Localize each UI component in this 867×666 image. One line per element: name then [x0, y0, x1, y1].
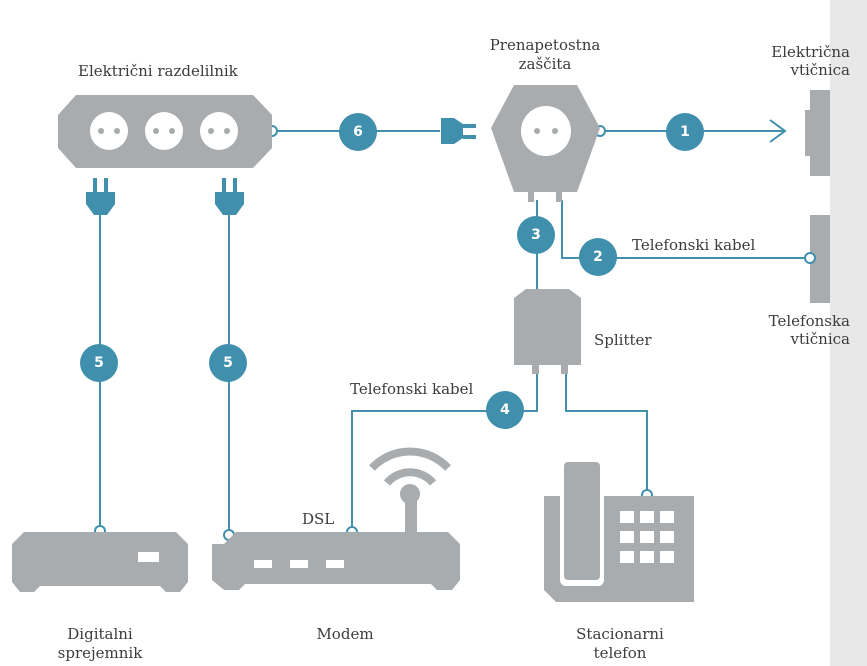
wall-outlet-icon — [805, 90, 830, 176]
step-badge: 6 — [339, 113, 377, 151]
step-badge: 1 — [666, 113, 704, 151]
step-badge-3-label: 3 — [531, 227, 541, 243]
wall-panel — [830, 0, 867, 666]
phone-outlet-label-line1: Telefonska — [768, 312, 850, 330]
cable-phone-wall-to-surge — [561, 200, 810, 259]
step-badge-1-label: 1 — [680, 124, 690, 140]
cable-splitter-to-phone — [565, 372, 648, 495]
step-badge: 5 — [209, 344, 247, 382]
plug-icon — [86, 178, 115, 215]
receiver-label-line1: Digitalni — [67, 625, 133, 643]
modem-icon — [212, 484, 460, 590]
phone-outlet-label-line2: vtičnica — [790, 330, 850, 348]
receiver-icon — [12, 532, 188, 592]
dsl-label: DSL — [302, 510, 335, 528]
step-badge-5a-label: 5 — [94, 355, 104, 371]
desk-phone-icon — [544, 462, 694, 602]
splitter-label: Splitter — [594, 331, 652, 349]
power-strip-icon — [58, 95, 272, 168]
surge-protector-label-line2: zaščita — [518, 55, 572, 73]
surge-protector-icon — [491, 85, 600, 202]
wifi-icon — [369, 447, 451, 486]
phone-cable-top-label: Telefonski kabel — [632, 236, 756, 254]
receiver-label-line2: sprejemnik — [57, 644, 143, 662]
power-outlet-label-line2: vtičnica — [790, 61, 850, 79]
phone-cable-mid-label: Telefonski kabel — [350, 380, 474, 398]
step-badge: 5 — [80, 344, 118, 382]
phone-label-line2: telefon — [593, 644, 647, 662]
modem-label: Modem — [316, 625, 374, 643]
power-strip-label: Električni razdelilnik — [78, 62, 238, 80]
phone-label-line1: Stacionarni — [576, 625, 664, 643]
wall-phone-jack-icon — [810, 215, 830, 303]
step-badge-4-label: 4 — [500, 402, 510, 418]
splitter-icon — [514, 289, 581, 374]
surge-protector-label-line1: Prenapetostna — [489, 36, 601, 54]
step-badge: 2 — [579, 238, 617, 276]
power-outlet-label-line1: Električna — [771, 43, 850, 61]
outlet-arrow — [769, 119, 787, 143]
step-badge: 3 — [517, 216, 555, 254]
step-badge-6-label: 6 — [353, 124, 363, 140]
cable-splitter-to-modem — [351, 372, 538, 532]
step-badge-5b-label: 5 — [223, 355, 233, 371]
plug-icon — [441, 118, 476, 144]
step-badge-2-label: 2 — [593, 249, 603, 265]
plug-icon — [215, 178, 244, 215]
step-badge: 4 — [486, 391, 524, 429]
